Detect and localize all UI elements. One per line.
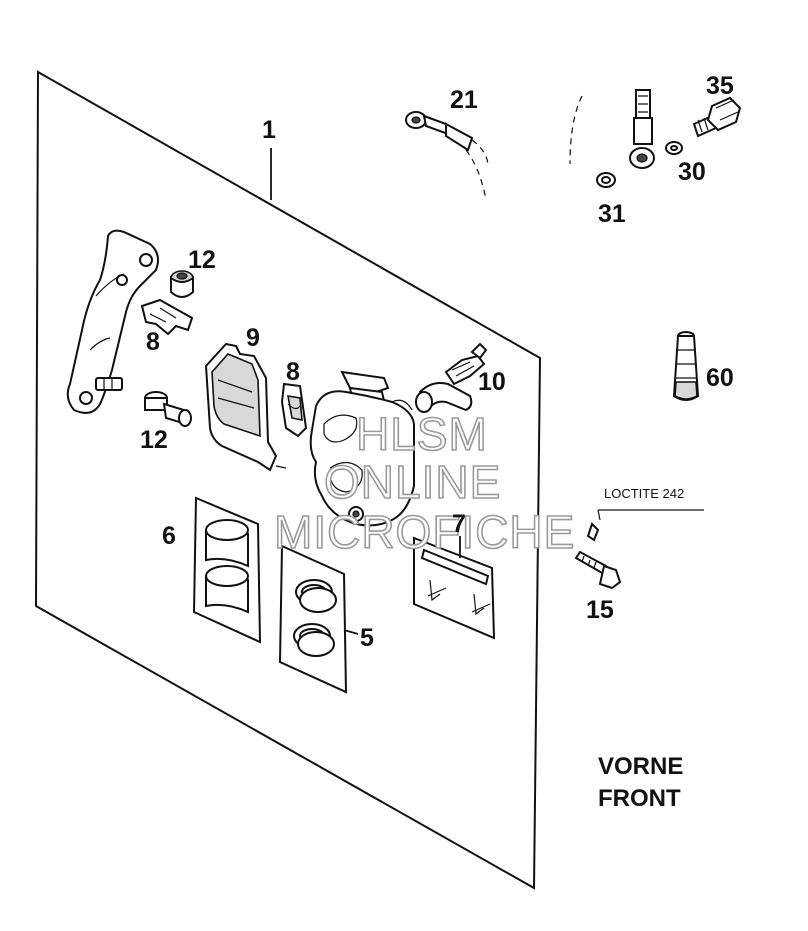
callout-21: 21 — [450, 86, 478, 114]
callout-12-bottom: 12 — [140, 426, 168, 454]
bushing-12-top — [170, 270, 194, 298]
callout-10: 10 — [478, 368, 506, 396]
watermark-line-2: ONLINE — [324, 456, 501, 508]
pin-bolt-12-bottom — [144, 391, 192, 427]
callout-15: 15 — [586, 596, 614, 624]
washer-30 — [665, 141, 683, 155]
washer-31 — [596, 172, 616, 188]
bleeder-cap-60 — [672, 331, 700, 401]
callout-6: 6 — [162, 522, 176, 550]
bleeder-and-banjo-10 — [415, 342, 488, 413]
loctite-label: LOCTITE 242 — [604, 486, 684, 501]
brake-pad-9 — [204, 342, 287, 472]
callout-5: 5 — [360, 624, 374, 652]
pad-spring-8-left — [140, 298, 194, 336]
callout-7: 7 — [452, 510, 466, 538]
callout-60: 60 — [706, 364, 734, 392]
caliper-body — [309, 370, 415, 527]
label-vorne: VORNE — [598, 753, 683, 780]
banjo-bolt-35 — [692, 96, 742, 138]
pin-kit-7 — [413, 536, 496, 640]
pad-spring-8-middle — [280, 382, 308, 438]
callout-8-left: 8 — [146, 328, 160, 356]
caliper-bolt-15 — [574, 509, 704, 590]
callout-8-middle: 8 — [286, 358, 300, 386]
assembly-panel — [34, 70, 542, 890]
seal-kit-5 — [278, 544, 359, 694]
caliper-bracket — [66, 229, 159, 414]
watermark-line-1: HLSM — [356, 408, 488, 460]
watermark-line-3: MICROFICHE — [274, 506, 575, 558]
label-front: FRONT — [598, 785, 681, 812]
callout-31: 31 — [598, 200, 626, 228]
brake-line-fitting-upper — [569, 89, 655, 169]
callout-30: 30 — [678, 158, 706, 186]
brake-line-21 — [405, 111, 489, 201]
callout-12-top: 12 — [188, 246, 216, 274]
callout-9: 9 — [246, 324, 260, 352]
callout-35: 35 — [706, 72, 734, 100]
callout-1: 1 — [262, 116, 276, 144]
piston-kit-6 — [192, 496, 262, 644]
